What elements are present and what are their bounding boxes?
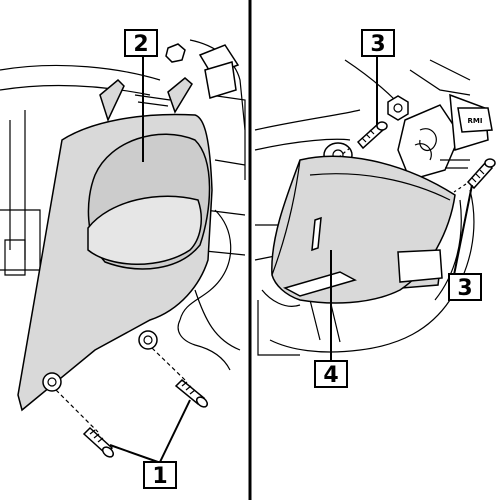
callout-box-3-bottom: 3 [448,273,482,301]
right-screw-alignment-lines [339,147,467,193]
right-screw-bottom [466,158,496,190]
left-screw-hole-2 [138,330,158,350]
left-screw-b [174,378,209,408]
callout-box-3-top: 3 [361,29,395,57]
callout-label-1: 1 [152,464,167,489]
left-background-structure [0,39,246,371]
callout-box-4: 4 [314,360,348,388]
callout-box-1: 1 [143,461,177,489]
rmi-component: RMI [457,107,493,133]
callout-1-leaders [109,399,191,463]
callout-label-3-top: 3 [370,32,385,57]
callout-label-2: 2 [133,32,148,57]
left-trim-cover [17,113,213,412]
right-panel: RMI 3 3 [254,29,496,388]
left-screw-a [82,426,115,458]
right-trim-cover [271,155,456,304]
left-screw-hole-1 [42,372,62,392]
callout-3-bottom-leader [453,184,473,276]
rmi-label: RMI [468,117,483,125]
left-panel: 2 1 [0,29,246,489]
callout-box-2: 2 [124,29,158,57]
callout-label-3-bottom: 3 [457,276,472,301]
right-screw-top [356,121,388,150]
left-screw-alignment-lines [55,347,186,433]
callout-label-4: 4 [323,363,338,388]
